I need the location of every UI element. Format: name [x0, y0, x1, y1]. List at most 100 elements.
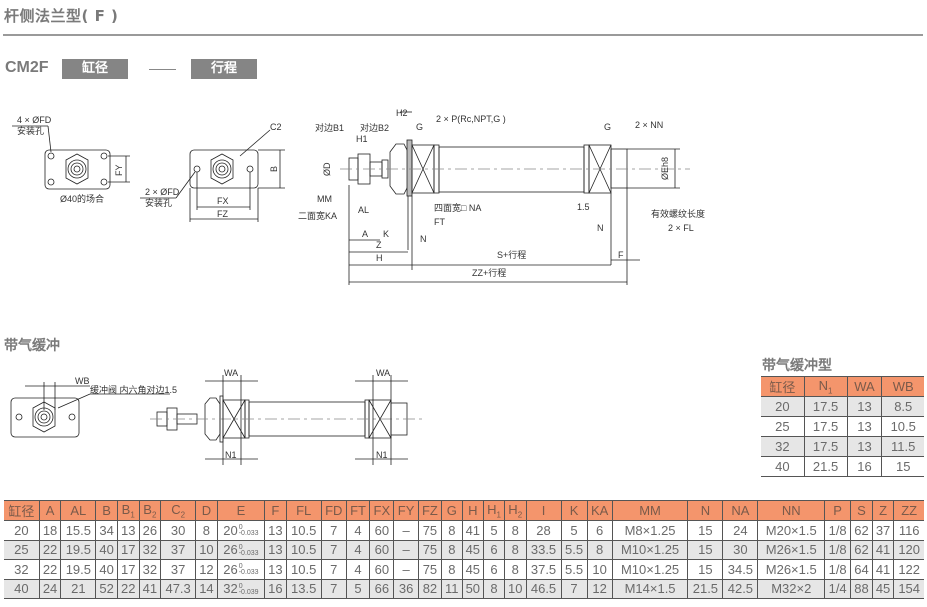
main-col-b: B [95, 500, 118, 521]
table-cell: 62 [850, 520, 873, 541]
table-cell: 4 [345, 520, 371, 541]
table-cell: 52 [95, 578, 118, 599]
label-2fd: 2 × ØFD [145, 187, 180, 197]
main-col-fx: FX [369, 500, 395, 521]
label-1-5: 1.5 [577, 202, 590, 212]
table-cell: 17.5 [803, 416, 847, 437]
table-cell: 7 [320, 559, 347, 580]
cushion-col-1: N1 [803, 376, 847, 397]
main-col-h2: H2 [503, 500, 527, 521]
table-cell: 17.5 [803, 396, 847, 417]
table-cell: 33.5 [525, 539, 562, 560]
main-col-g: G [441, 500, 463, 521]
main-col-fd: FD [320, 500, 347, 521]
table-cell: 4 [345, 539, 371, 560]
table-cell: 41 [138, 578, 162, 599]
model-separator [149, 69, 176, 70]
table-cell: 7 [320, 520, 347, 541]
title-divider [3, 34, 923, 36]
table-cell: – [393, 539, 419, 560]
table-cell: 37 [871, 520, 895, 541]
label-fy: FY [114, 164, 124, 176]
main-col-c2: C2 [160, 500, 197, 521]
cushion-section-title: 带气缓冲 [4, 338, 60, 354]
table-cell: 45 [461, 559, 485, 580]
main-col-zz: ZZ [893, 500, 924, 521]
table-cell: 41 [461, 520, 485, 541]
table-cell: 21 [60, 578, 97, 599]
main-col-z: Z [871, 500, 895, 521]
table-cell: 8 [483, 578, 505, 599]
main-col-fl: FL [285, 500, 322, 521]
table-cell: 16 [846, 456, 882, 477]
table-cell: 13 [264, 539, 287, 560]
label-h1: H1 [356, 134, 368, 144]
table-cell: 21.5 [803, 456, 847, 477]
table-cell: 36 [393, 578, 419, 599]
label-mount-hole: 安装孔 [17, 125, 44, 136]
table-cell: 8.5 [881, 396, 924, 417]
table-cell: 13 [846, 416, 882, 437]
table-cell: 7 [560, 578, 588, 599]
table-cell: 10.5 [285, 520, 322, 541]
table-cell: 5.5 [560, 559, 588, 580]
table-cell: 11 [441, 578, 463, 599]
table-cell: M32×2 [757, 578, 826, 599]
table-cell: M10×1.25 [611, 539, 689, 560]
main-col-缸径: 缸径 [4, 500, 40, 521]
label-thread-length: 有效螺纹长度 [651, 208, 705, 219]
table-cell: – [393, 520, 419, 541]
table-cell: 10 [503, 578, 527, 599]
table-cell: 15 [881, 456, 924, 477]
table-cell: 15.5 [60, 520, 97, 541]
table-cell: 75 [417, 559, 443, 580]
label-wa-rear: WA [376, 368, 390, 378]
flange-view-2hole [140, 129, 285, 222]
table-cell: 40 [761, 456, 805, 477]
table-cell: 30 [722, 539, 759, 560]
table-cell: 6 [483, 559, 505, 580]
table-cell: 1/8 [824, 520, 852, 541]
table-cell: 13 [846, 436, 882, 457]
tolerance: 0-0.039 [238, 582, 259, 596]
label-c2: C2 [270, 122, 282, 132]
main-col-n: N [687, 500, 724, 521]
label-z: Z [376, 240, 382, 250]
table-cell: 34.5 [722, 559, 759, 580]
main-col-k: K [560, 500, 588, 521]
label-h: H [376, 253, 383, 263]
main-col-fz: FZ [417, 500, 443, 521]
table-cell: 88 [850, 578, 873, 599]
table-cell: 32 [761, 436, 805, 457]
table-cell: 5 [345, 578, 371, 599]
table-cell: 20 [761, 396, 805, 417]
table-cell: 37.5 [525, 559, 562, 580]
bore-tag: 缸径 [62, 59, 128, 79]
table-cell: 10.5 [285, 539, 322, 560]
label-fz: FZ [217, 209, 228, 219]
tolerance: 0-0.033 [238, 524, 259, 538]
table-cell: 22 [38, 539, 62, 560]
table-cell: 10.5 [881, 416, 924, 437]
table-cell: M10×1.25 [611, 559, 689, 580]
label-f: F [618, 250, 624, 260]
table-cell: 60 [369, 559, 395, 580]
table-cell: 24 [722, 520, 759, 541]
table-cell: 24 [38, 578, 62, 599]
label-d: ØD [322, 162, 332, 176]
table-cell: 15 [687, 520, 724, 541]
table-cell: 10 [586, 559, 613, 580]
table-cell: 1/4 [824, 578, 852, 599]
label-ka: 二面宽KA [298, 210, 337, 221]
table-cell: 21.5 [687, 578, 724, 599]
table-cell: 15 [687, 539, 724, 560]
main-col-na: NA [722, 500, 759, 521]
table-cell: 19.5 [60, 539, 97, 560]
table-cell: 37 [160, 559, 197, 580]
